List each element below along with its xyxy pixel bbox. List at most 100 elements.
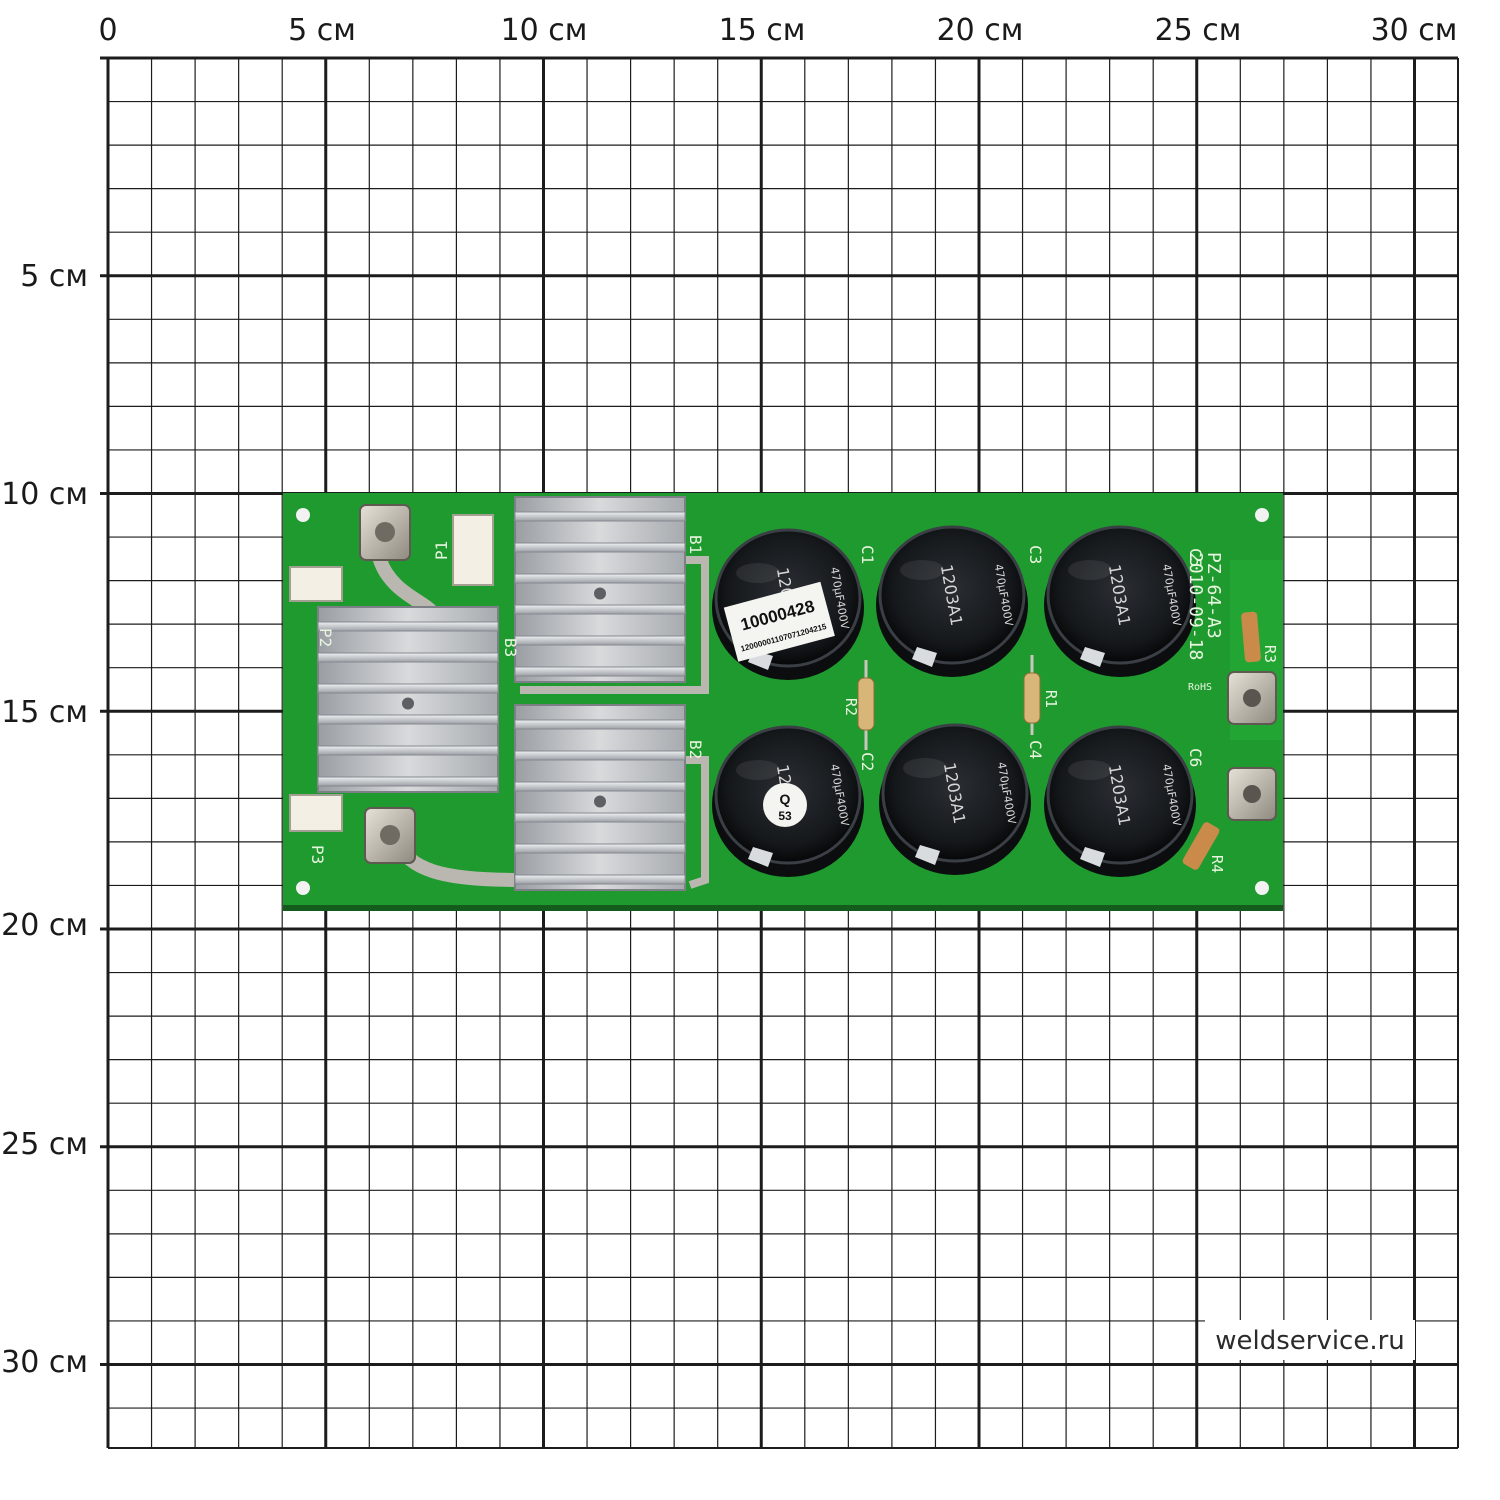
resistor-r1 bbox=[1023, 672, 1041, 724]
heatsink-fin bbox=[514, 511, 686, 522]
heatsink-fin bbox=[514, 812, 686, 823]
capacitor-highlight bbox=[736, 563, 780, 583]
label-r2: R2 bbox=[842, 698, 860, 716]
capacitor-polarity-stripe bbox=[748, 847, 773, 867]
label-p3: P3 bbox=[308, 845, 327, 864]
heatsink-fin bbox=[514, 874, 686, 885]
heatsink-screw-icon bbox=[402, 697, 414, 710]
heatsink-fin bbox=[317, 776, 499, 787]
y-label-15: 15 см bbox=[1, 695, 88, 730]
heatsink-b2 bbox=[514, 704, 686, 891]
terminal-screw-icon bbox=[380, 825, 400, 845]
qc-mark: Q 53 bbox=[763, 783, 807, 827]
label-b1: B1 bbox=[686, 535, 705, 554]
heatsink-fin bbox=[514, 781, 686, 792]
x-label-30: 30 см bbox=[1371, 13, 1458, 48]
screw-terminals bbox=[359, 504, 1277, 864]
label-p2: P2 bbox=[316, 628, 335, 647]
label-c1: C1 bbox=[858, 545, 877, 564]
label-c3: C3 bbox=[1026, 545, 1045, 564]
terminal-screw-icon bbox=[1243, 689, 1261, 707]
label-b3: B3 bbox=[501, 638, 520, 657]
y-label-25: 25 см bbox=[1, 1127, 88, 1162]
watermark-bg bbox=[1205, 1320, 1415, 1360]
watermark: weldservice.ru bbox=[1215, 1326, 1405, 1356]
resistor-r4 bbox=[1182, 822, 1220, 870]
capacitor-highlight bbox=[736, 760, 780, 780]
heatsink-fin bbox=[317, 683, 499, 694]
label-c4: C4 bbox=[1026, 740, 1045, 759]
heatsink-fin bbox=[514, 843, 686, 854]
x-label-15: 15 см bbox=[719, 13, 806, 48]
heatsink-fin bbox=[514, 635, 686, 646]
label-p1: P1 bbox=[432, 541, 451, 560]
trace-lower bbox=[685, 756, 709, 889]
trace-mid bbox=[520, 556, 709, 694]
label-r1: R1 bbox=[1042, 690, 1060, 708]
serial-sticker: 10000428 12000001107071204215 bbox=[723, 581, 835, 662]
heatsink-body bbox=[317, 606, 499, 793]
label-c2: C2 bbox=[858, 752, 877, 771]
connector-p3 bbox=[289, 794, 343, 832]
resistor-r3 bbox=[1241, 611, 1261, 663]
label-c5: C5 bbox=[1186, 548, 1205, 567]
heatsink-fin bbox=[317, 714, 499, 725]
y-label-5: 5 см bbox=[20, 259, 88, 294]
capacitor-polarity-stripe bbox=[1080, 847, 1105, 867]
capacitor-highlight bbox=[900, 560, 944, 580]
resistor-r2 bbox=[857, 677, 875, 731]
board-date: 2010-09-18 bbox=[1185, 552, 1206, 660]
mounting-hole-tr bbox=[1255, 508, 1269, 522]
connector-p1 bbox=[452, 514, 494, 586]
heatsinks bbox=[317, 496, 686, 891]
mounting-hole-br bbox=[1255, 881, 1269, 895]
board-model: PZ-64-A3 bbox=[1203, 552, 1224, 639]
y-label-10: 10 см bbox=[1, 477, 88, 512]
capacitor-highlight bbox=[1068, 560, 1112, 580]
resistors bbox=[857, 611, 1261, 870]
heatsink-b3 bbox=[317, 606, 499, 793]
capacitor-top bbox=[1046, 725, 1194, 865]
connectors bbox=[289, 514, 494, 832]
heatsink-fin bbox=[514, 666, 686, 677]
x-label-20: 20 см bbox=[937, 13, 1024, 48]
label-b2: B2 bbox=[686, 740, 705, 759]
heatsink-screw-icon bbox=[594, 587, 606, 600]
qc-letter: Q bbox=[780, 791, 791, 807]
x-label-10: 10 см bbox=[501, 13, 588, 48]
silkscreen: P1 P2 P3 B1 B3 B2 C1 C2 C3 C4 C5 C6 R1 R… bbox=[308, 535, 1279, 873]
y-label-20: 20 см bbox=[1, 908, 88, 943]
connector-p2 bbox=[289, 566, 343, 602]
heatsink-fin bbox=[514, 604, 686, 615]
heatsink-fin bbox=[514, 542, 686, 553]
mounting-hole-bl bbox=[296, 881, 310, 895]
capacitor-highlight bbox=[1068, 760, 1112, 780]
x-label-5: 5 см bbox=[288, 13, 356, 48]
heatsink-fin bbox=[514, 750, 686, 761]
capacitor-top bbox=[1046, 525, 1194, 665]
x-label-25: 25 см bbox=[1155, 13, 1242, 48]
capacitor-top bbox=[881, 723, 1029, 863]
capacitor-polarity-stripe bbox=[912, 647, 937, 667]
pcb-edge bbox=[283, 905, 1283, 911]
heatsink-fin bbox=[317, 652, 499, 663]
heatsink-fin bbox=[514, 719, 686, 730]
x-axis-labels: 0 5 см 10 см 15 см 20 см 25 см 30 см bbox=[98, 13, 1457, 48]
y-axis-labels: 5 см 10 см 15 см 20 см 25 см 30 см bbox=[1, 259, 88, 1380]
heatsink-fin bbox=[514, 573, 686, 584]
qc-number: 53 bbox=[778, 809, 792, 823]
terminal-screw-icon bbox=[375, 522, 395, 542]
capacitor-polarity-stripe bbox=[1080, 647, 1105, 667]
x-label-0: 0 bbox=[98, 13, 117, 48]
capacitor-top bbox=[878, 525, 1026, 665]
heatsink-fin bbox=[317, 745, 499, 756]
heatsink-b1 bbox=[514, 496, 686, 683]
y-label-30: 30 см bbox=[1, 1345, 88, 1380]
label-r4: R4 bbox=[1208, 855, 1226, 873]
mounting-hole-tl bbox=[296, 508, 310, 522]
